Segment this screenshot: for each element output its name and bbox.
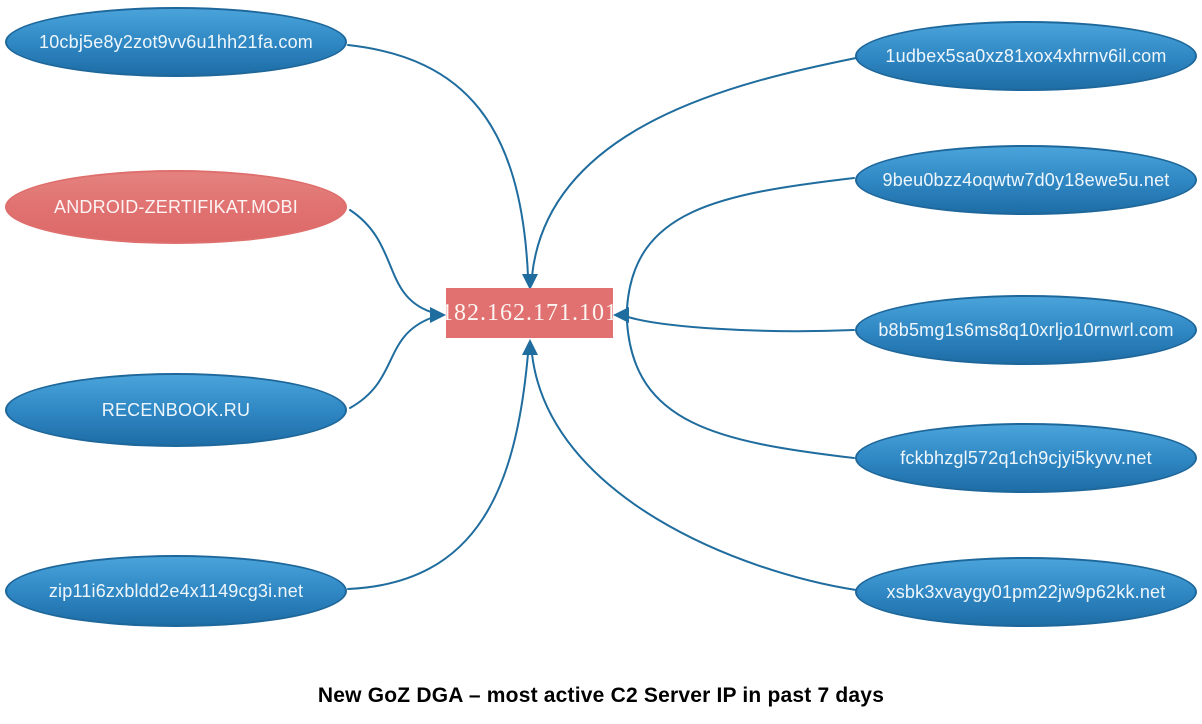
arrowhead-bottom-icon bbox=[522, 339, 538, 355]
node-label: 9beu0bzz4oqwtw7d0y18ewe5u.net bbox=[882, 169, 1170, 190]
c2-ip-label: 182.162.171.101 bbox=[441, 299, 618, 326]
edge-zip11-to-ip bbox=[347, 353, 529, 590]
node-domain-android-zertifikat: ANDROID-ZERTIFIKAT.MOBI bbox=[5, 170, 347, 244]
diagram-title: New GoZ DGA – most active C2 Server IP i… bbox=[317, 684, 885, 707]
node-domain-fckbhzgl: fckbhzgl572q1ch9cjyi5kyvv.net bbox=[855, 423, 1197, 493]
node-domain-xsbk: xsbk3xvaygy01pm22jw9p62kk.net bbox=[855, 557, 1197, 627]
edge-9beu0bzz-to-ip bbox=[626, 177, 855, 309]
arrowhead-right-icon bbox=[613, 307, 629, 323]
node-label: RECENBOOK.RU bbox=[101, 399, 251, 420]
node-domain-b8b5mg: b8b5mg1s6ms8q10xrljo10rnwrl.com bbox=[855, 295, 1197, 365]
node-domain-zip11: zip11i6zxbldd2e4x1149cg3i.net bbox=[5, 555, 347, 627]
node-label: fckbhzgl572q1ch9cjyi5kyvv.net bbox=[900, 447, 1152, 468]
edge-1udbex-to-ip bbox=[531, 57, 857, 277]
node-label: ANDROID-ZERTIFIKAT.MOBI bbox=[54, 196, 298, 217]
node-label: 1udbex5sa0xz81xox4xhrnv6il.com bbox=[885, 45, 1167, 66]
node-label: b8b5mg1s6ms8q10xrljo10rnwrl.com bbox=[878, 319, 1174, 340]
edge-10cbj-to-ip bbox=[347, 44, 529, 277]
node-domain-1udbex: 1udbex5sa0xz81xox4xhrnv6il.com bbox=[855, 21, 1197, 91]
node-domain-recenbook: RECENBOOK.RU bbox=[5, 373, 347, 447]
arrowhead-left-icon bbox=[430, 307, 446, 323]
node-label: zip11i6zxbldd2e4x1149cg3i.net bbox=[48, 580, 304, 601]
node-c2-server-ip: 182.162.171.101 bbox=[441, 288, 617, 338]
edge-b8b5mg-to-ip bbox=[627, 316, 855, 333]
edge-android-zertifikat-to-ip bbox=[349, 209, 432, 313]
edge-xsbk-to-ip bbox=[531, 353, 857, 591]
node-domain-10cbj: 10cbj5e8y2zot9vv6u1hh21fa.com bbox=[5, 7, 347, 77]
node-label: xsbk3xvaygy01pm22jw9p62kk.net bbox=[886, 581, 1166, 602]
node-domain-9beu0bzz: 9beu0bzz4oqwtw7d0y18ewe5u.net bbox=[855, 145, 1197, 215]
edge-fckbhzgl-to-ip bbox=[626, 321, 855, 459]
edge-recenbook-to-ip bbox=[349, 317, 432, 409]
arrowhead-top-icon bbox=[522, 274, 538, 290]
node-label: 10cbj5e8y2zot9vv6u1hh21fa.com bbox=[39, 31, 313, 52]
